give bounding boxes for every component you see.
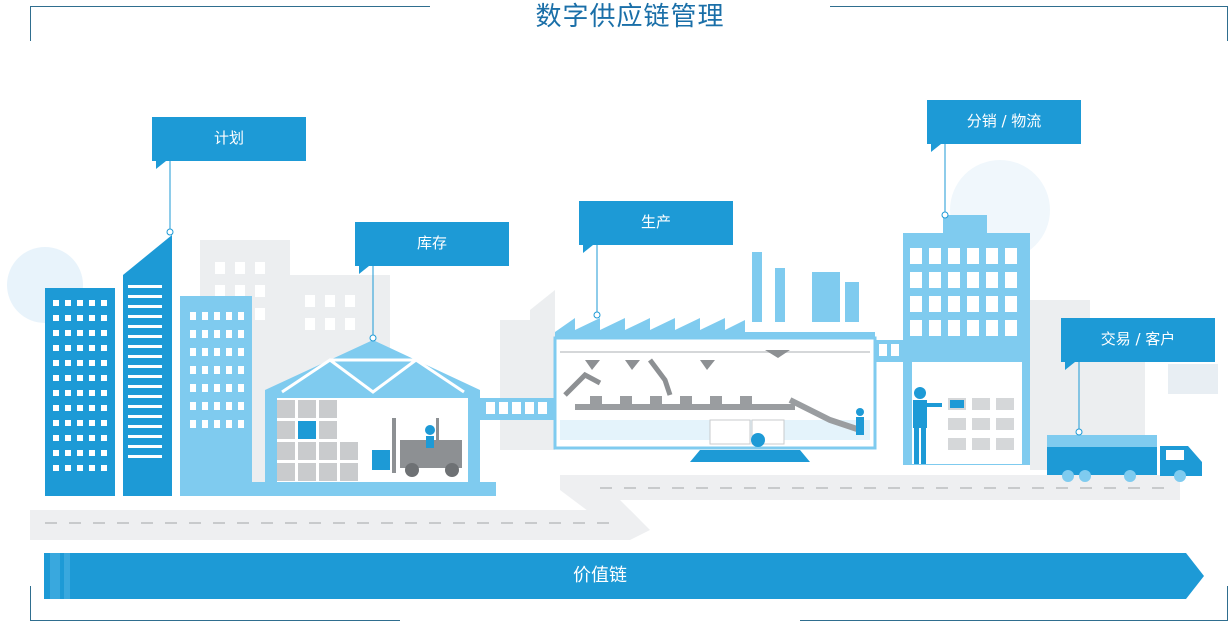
callout-trade-label: 交易 / 客户 <box>1100 330 1176 348</box>
callout-inventory-pointer <box>359 266 369 274</box>
road <box>30 475 1180 540</box>
storage-boxes <box>277 400 358 481</box>
frame-bottom-left-h <box>30 620 400 621</box>
worker-icon <box>913 387 942 464</box>
forklift-icon <box>372 418 462 477</box>
callout-production-pointer <box>583 245 593 253</box>
callout-plan-pointer <box>156 161 166 169</box>
factory <box>553 252 877 462</box>
page-title: 数字供应链管理 <box>535 2 725 32</box>
frame-top-left-h <box>30 6 430 7</box>
walkway <box>480 398 555 420</box>
callout-trade: 交易 / 客户 <box>1061 318 1215 370</box>
value-chain-label: 价值链 <box>573 565 627 586</box>
value-chain-arrow <box>44 553 1204 599</box>
callout-connectors <box>166 144 1083 436</box>
callout-distribution-pointer <box>931 144 941 152</box>
distribution-center <box>903 160 1050 465</box>
callout-inventory: 库存 <box>355 222 509 274</box>
callout-trade-pointer <box>1065 362 1075 370</box>
callout-plan-label: 计划 <box>213 129 244 147</box>
callout-inventory-label: 库存 <box>416 234 447 252</box>
distribution-windows <box>910 248 1017 336</box>
frame-top-left-v <box>30 6 31 41</box>
frame-bottom-right-h <box>800 620 1228 621</box>
callout-distribution-label: 分销 / 物流 <box>966 112 1042 130</box>
bridge <box>875 340 903 362</box>
control-desk-icon <box>690 419 810 462</box>
frame-bottom-left-v <box>30 586 31 621</box>
callout-distribution: 分销 / 物流 <box>927 100 1081 152</box>
truck-icon <box>1047 364 1218 482</box>
warehouse <box>252 340 496 496</box>
frame-top-right-h <box>830 6 1228 7</box>
conveyor <box>575 396 795 410</box>
callout-production: 生产 <box>579 201 733 253</box>
callout-production-label: 生产 <box>640 213 671 231</box>
city-windows <box>53 285 244 471</box>
callout-plan: 计划 <box>152 117 306 169</box>
